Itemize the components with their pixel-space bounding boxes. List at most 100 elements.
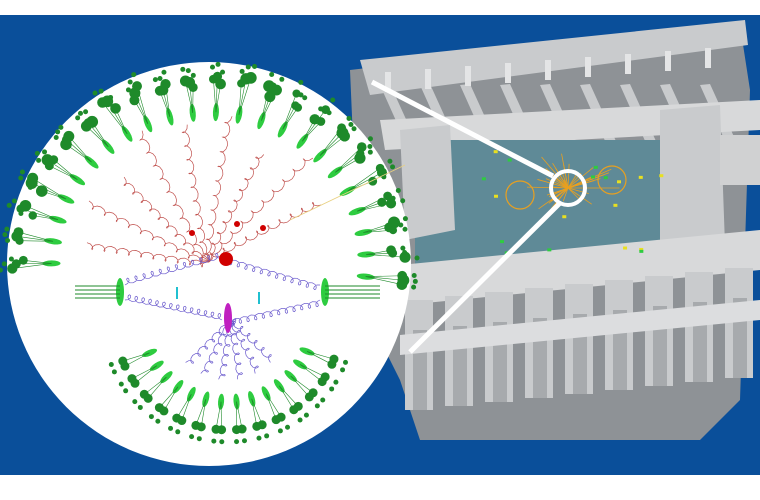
track — [562, 187, 569, 202]
track — [527, 186, 569, 189]
hadron — [399, 251, 411, 263]
hadron-line — [144, 376, 167, 395]
hadron-line — [12, 263, 52, 269]
end-cap-left — [400, 125, 455, 240]
gluon — [124, 252, 222, 286]
photon — [289, 164, 406, 221]
hadron — [385, 198, 397, 209]
decay-product — [239, 68, 245, 74]
end-cap-right — [660, 105, 725, 255]
energy-deposit — [638, 175, 643, 179]
gluon — [208, 201, 321, 263]
hadron — [27, 172, 39, 184]
hadron-line — [215, 401, 222, 430]
hadron-line — [213, 79, 217, 113]
magnified-event-circle — [0, 61, 420, 466]
decay-product — [367, 136, 373, 142]
hadron-line — [236, 401, 243, 430]
hadron-line — [163, 386, 179, 412]
hadron-line — [347, 167, 381, 192]
decay-product — [131, 72, 137, 78]
track — [548, 187, 569, 204]
hadron — [368, 176, 378, 186]
hadron-line — [238, 78, 247, 115]
energy-deposit — [617, 180, 622, 184]
decay-product — [127, 79, 133, 85]
hadron — [327, 359, 337, 369]
top-rail — [360, 20, 748, 95]
hadron-line — [176, 394, 192, 419]
decay-product — [152, 77, 158, 83]
hadron-line — [366, 254, 406, 258]
decay-product — [42, 149, 48, 155]
hadron-line — [302, 121, 322, 142]
decay-product — [132, 399, 138, 405]
beam-remnant — [321, 278, 329, 306]
hadron-line — [181, 394, 192, 421]
decay-product — [395, 188, 401, 194]
hadron — [377, 197, 387, 207]
decay-product — [11, 198, 17, 204]
top-post — [545, 60, 551, 80]
hadron — [139, 389, 149, 399]
hadron-line — [290, 375, 314, 394]
callout-line-bottom — [408, 201, 562, 354]
hadron-line — [122, 352, 150, 362]
hadron-line — [279, 385, 299, 407]
hadron-line — [365, 275, 403, 277]
track — [567, 175, 594, 189]
decay-product — [220, 69, 226, 75]
hadron-line — [31, 182, 67, 200]
energy-deposit — [591, 175, 596, 179]
track — [541, 156, 569, 189]
decay-product — [36, 157, 42, 163]
calorimeter-ring — [597, 165, 627, 195]
hadron-line — [53, 159, 78, 180]
track — [567, 180, 594, 189]
hadron-line — [16, 235, 54, 242]
decay-product — [8, 256, 14, 262]
gluon — [200, 319, 232, 374]
hadron-line — [102, 102, 128, 135]
energy-deposit — [603, 176, 608, 180]
decay-product — [414, 255, 420, 261]
gluon — [185, 319, 230, 364]
hadron — [356, 142, 367, 152]
decay-product — [303, 412, 309, 418]
hadron — [389, 226, 398, 235]
energy-deposit — [639, 249, 644, 253]
zoom-circle — [7, 62, 411, 466]
hadron — [63, 130, 75, 142]
gluon — [86, 242, 210, 268]
top-post — [385, 72, 391, 92]
decay-product — [5, 238, 11, 244]
hadron-line — [282, 93, 297, 130]
decay-product — [209, 64, 215, 70]
hadron — [19, 199, 32, 212]
top-post — [585, 57, 591, 77]
hadron — [191, 420, 201, 430]
decay-vertex — [234, 221, 240, 227]
atlas-detector — [350, 20, 760, 440]
hadron-line — [347, 172, 383, 192]
gluon — [88, 200, 210, 266]
callout-lines — [370, 79, 587, 354]
hadron-line — [32, 178, 67, 200]
gluon — [227, 257, 320, 291]
hadron-line — [302, 109, 326, 142]
hadron — [388, 248, 398, 258]
top-post — [505, 63, 511, 83]
decay-product — [298, 92, 304, 98]
hadron-line — [251, 398, 263, 425]
decay-product — [155, 418, 161, 424]
decay-product — [302, 95, 308, 101]
hadron-line — [131, 365, 157, 379]
decay-product — [108, 94, 114, 100]
decay-product — [245, 64, 251, 70]
hadron-line — [238, 83, 242, 115]
decay-product — [398, 222, 404, 228]
decay-product — [340, 367, 346, 373]
hadron-line — [290, 375, 310, 398]
decay-product — [400, 245, 406, 251]
hadron-line — [159, 386, 179, 408]
